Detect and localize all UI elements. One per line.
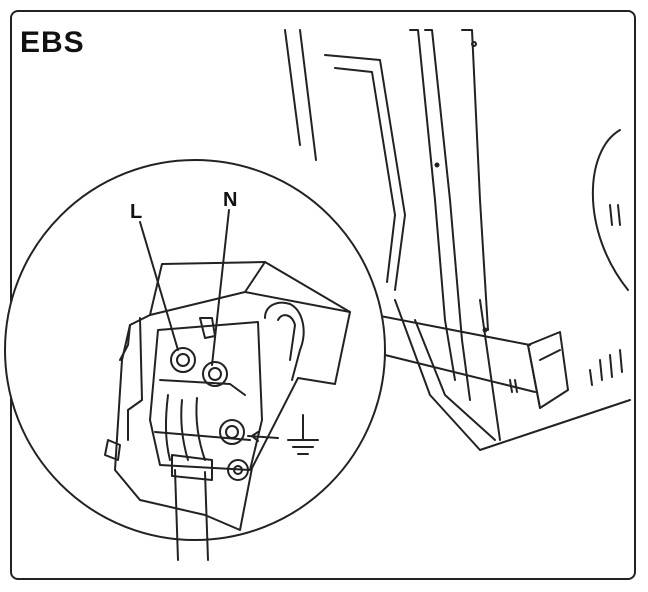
ground-terminal-screw [219,419,245,445]
neutral-terminal-screw [202,361,228,387]
live-label: L [130,201,142,223]
ground-symbol-icon [287,414,319,455]
live-terminal-screw [170,347,196,373]
neutral-label: N [223,189,237,211]
appliance-body [284,29,631,451]
label-pointers [139,209,279,442]
appliance-terminal-box [527,331,569,409]
diagram-title: EBS [20,26,85,59]
magnifier-callout [374,314,536,393]
magnifier-circle [4,159,386,541]
terminal-block [104,261,351,561]
